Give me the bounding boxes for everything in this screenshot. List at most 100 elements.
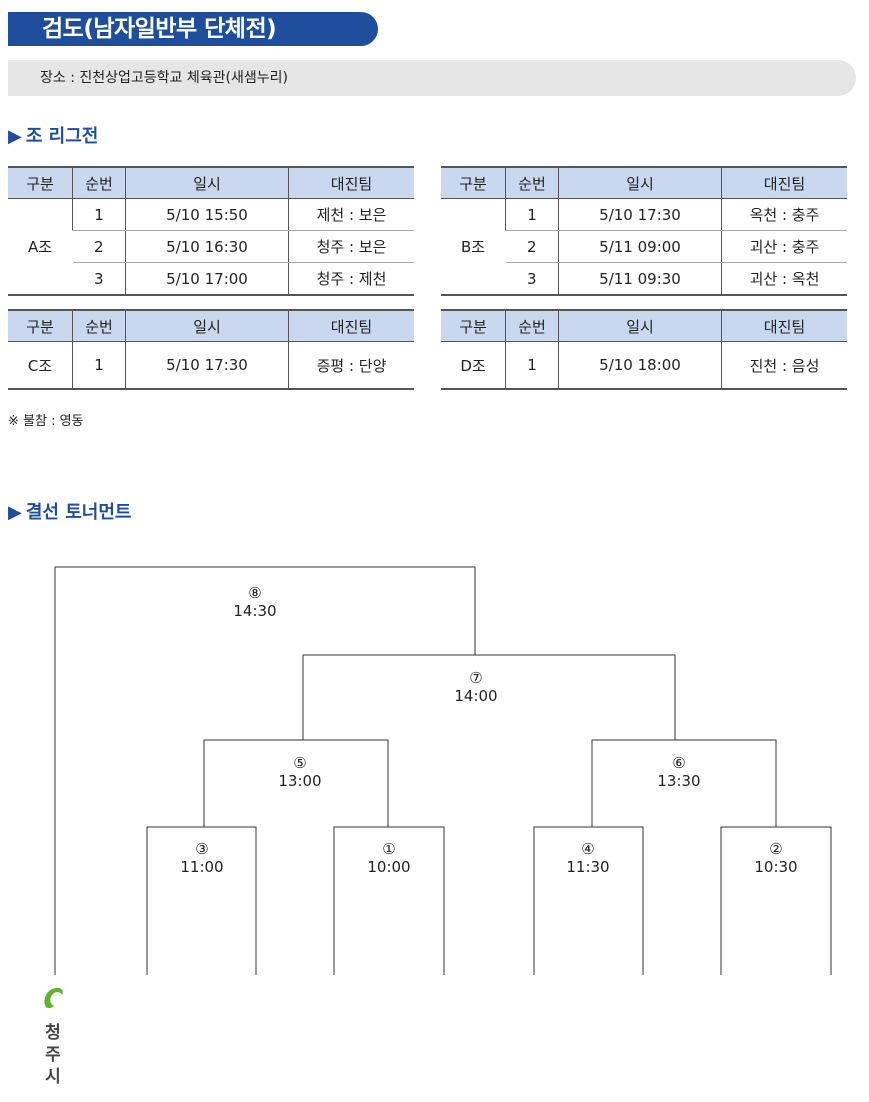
match-4: ④ 11:30 <box>548 840 628 876</box>
match-time: 5/10 17:30 <box>558 198 722 231</box>
col-header: 구분 <box>441 167 506 199</box>
league-section-heading: ▶조 리그전 <box>8 122 98 148</box>
match-teams: 진천 : 음성 <box>721 341 847 389</box>
match-time: 5/10 18:00 <box>558 341 722 389</box>
triangle-right-icon: ▶ <box>8 502 22 523</box>
league-section-label: 조 리그전 <box>25 126 99 147</box>
table-row: 2 5/10 16:30 청주 : 보은 <box>8 230 414 263</box>
match-time: 10:00 <box>367 858 411 876</box>
match-number: ④ <box>581 840 595 858</box>
match-time: 13:30 <box>657 772 701 790</box>
group-table-d: 구분 순번 일시 대진팀 D조 1 5/10 18:00 진천 : 음성 <box>441 309 847 390</box>
match-no: 2 <box>505 230 559 263</box>
match-time: 13:00 <box>278 772 322 790</box>
bracket-line <box>203 739 389 827</box>
col-header: 대진팀 <box>721 167 847 199</box>
match-8: ⑧ 14:30 <box>215 584 295 620</box>
bracket-line <box>533 826 644 975</box>
match-teams: 괴산 : 옥천 <box>721 262 847 295</box>
city-char: 청 <box>45 1023 61 1043</box>
match-teams: 청주 : 보은 <box>288 230 414 263</box>
match-no: 1 <box>72 198 126 231</box>
city-char: 시 <box>45 1067 61 1087</box>
match-1: ① 10:00 <box>349 840 429 876</box>
tournament-bracket <box>54 566 832 975</box>
table-row: A조 1 5/10 15:50 제천 : 보은 <box>8 198 414 296</box>
table-row: C조 1 5/10 17:30 증평 : 단양 <box>8 341 414 389</box>
col-header: 일시 <box>125 310 289 342</box>
col-header: 일시 <box>558 310 722 342</box>
group-table-b: 구분 순번 일시 대진팀 B조 1 5/10 17:30 옥천 : 충주 2 5… <box>441 166 847 296</box>
bracket-line <box>302 654 676 740</box>
absence-note: ※ 불참 : 영동 <box>8 414 84 429</box>
match-number: ⑦ <box>469 669 483 687</box>
match-no: 1 <box>505 198 559 231</box>
bracket-line <box>333 826 445 975</box>
table-row: D조 1 5/10 18:00 진천 : 음성 <box>441 341 847 389</box>
match-time: 14:00 <box>454 687 498 705</box>
group-name: C조 <box>27 356 53 375</box>
match-teams: 제천 : 보은 <box>288 198 414 231</box>
match-number: ⑤ <box>293 754 307 772</box>
match-teams: 옥천 : 충주 <box>721 198 847 231</box>
group-name: D조 <box>460 356 486 375</box>
match-number: ① <box>382 840 396 858</box>
match-time: 11:00 <box>180 858 224 876</box>
table-row: B조 1 5/10 17:30 옥천 : 충주 <box>441 198 847 296</box>
col-header: 대진팀 <box>288 310 414 342</box>
group-table-a: 구분 순번 일시 대진팀 A조 1 5/10 15:50 제천 : 보은 2 5… <box>8 166 414 296</box>
tournament-section-label: 결선 토너먼트 <box>25 502 132 523</box>
triangle-right-icon: ▶ <box>8 126 22 147</box>
group-table-c: 구분 순번 일시 대진팀 C조 1 5/10 17:30 증평 : 단양 <box>8 309 414 390</box>
col-header: 순번 <box>72 310 126 342</box>
col-header: 구분 <box>8 167 73 199</box>
col-header: 대진팀 <box>721 310 847 342</box>
col-header: 순번 <box>505 167 559 199</box>
bracket-line <box>146 826 257 975</box>
match-time: 5/11 09:30 <box>558 262 722 295</box>
tournament-section-heading: ▶결선 토너먼트 <box>8 498 131 524</box>
match-number: ② <box>769 840 783 858</box>
match-no: 2 <box>72 230 126 263</box>
group-name: A조 <box>8 198 73 296</box>
match-time: 5/11 09:00 <box>558 230 722 263</box>
col-header: 순번 <box>72 167 126 199</box>
table-row: 3 5/10 17:00 청주 : 제천 <box>8 262 414 295</box>
match-number: ⑥ <box>672 754 686 772</box>
match-time: 10:30 <box>754 858 798 876</box>
match-number: ⑧ <box>248 584 262 602</box>
col-header: 일시 <box>558 167 722 199</box>
bracket-line <box>720 826 832 975</box>
match-no: 3 <box>526 269 537 288</box>
col-header: 대진팀 <box>288 167 414 199</box>
match-time: 11:30 <box>566 858 610 876</box>
page-title: 검도(남자일반부 단체전) <box>8 12 378 46</box>
city-char: 주 <box>45 1045 61 1065</box>
match-no: 3 <box>93 269 104 288</box>
match-time: 5/10 16:30 <box>125 230 289 263</box>
match-5: ⑤ 13:00 <box>260 754 340 790</box>
venue-info: 장소 : 진천상업고등학교 체육관(새샘누리) <box>8 60 856 96</box>
bracket-line <box>591 739 777 827</box>
table-row: 2 5/11 09:00 괴산 : 충주 <box>441 230 847 263</box>
bracket-line <box>54 566 476 975</box>
col-header: 구분 <box>8 310 73 342</box>
group-name: B조 <box>441 198 506 296</box>
col-header: 구분 <box>441 310 506 342</box>
match-no: 1 <box>505 341 559 389</box>
match-no: 1 <box>72 341 126 389</box>
match-7: ⑦ 14:00 <box>436 669 516 705</box>
match-teams: 괴산 : 충주 <box>721 230 847 263</box>
match-6: ⑥ 13:30 <box>639 754 719 790</box>
match-time: 5/10 17:00 <box>125 262 289 295</box>
match-time: 5/10 15:50 <box>125 198 289 231</box>
match-2: ② 10:30 <box>736 840 816 876</box>
match-number: ③ <box>195 840 209 858</box>
match-time: 5/10 17:30 <box>125 341 289 389</box>
match-time: 14:30 <box>233 602 277 620</box>
match-teams: 청주 : 제천 <box>288 262 414 295</box>
table-row: 3 5/11 09:30 괴산 : 옥천 <box>441 262 847 295</box>
match-teams: 증평 : 단양 <box>288 341 414 389</box>
city-name: 청 주 시 <box>43 1022 63 1088</box>
col-header: 순번 <box>505 310 559 342</box>
